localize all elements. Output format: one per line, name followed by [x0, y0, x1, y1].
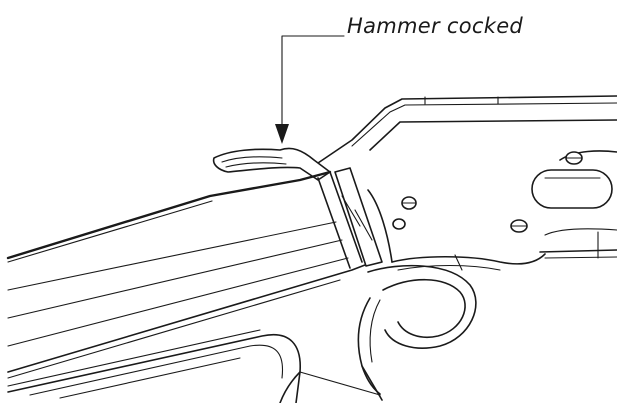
screw-center [510, 219, 528, 233]
receiver [317, 95, 617, 263]
screw-mid-left [401, 196, 417, 210]
barrel-band [334, 167, 383, 267]
stock-lower [279, 371, 381, 404]
callout-leader [275, 35, 345, 144]
screw-top [565, 151, 583, 165]
loading-gate [531, 169, 613, 209]
trigger-guard [367, 253, 546, 349]
callout-label: Hammer cocked [347, 14, 524, 38]
arrow-head-icon [275, 124, 289, 144]
screw-low-left [392, 218, 406, 230]
hammer [212, 147, 331, 181]
barrel-assembly [6, 170, 366, 404]
trigger [357, 297, 383, 401]
